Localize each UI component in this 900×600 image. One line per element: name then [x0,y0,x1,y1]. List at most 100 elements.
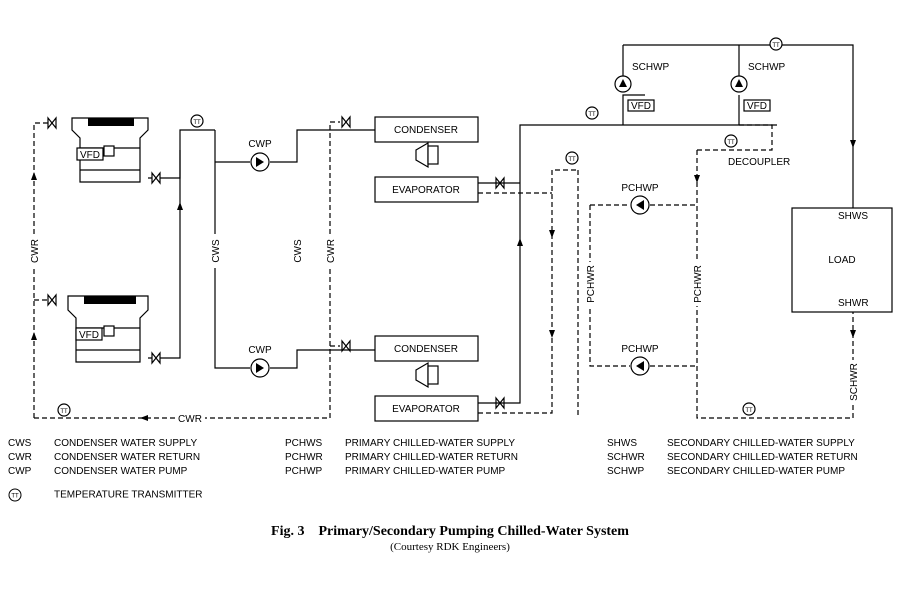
pchwp-pump-1: PCHWP [621,183,659,215]
vfd-label: VFD [80,150,100,161]
schwr-label: SCHWR [849,363,860,401]
cwp-pump-2: CWP [248,345,272,378]
pchwr-label: PCHWR [586,265,597,303]
condenser-box [374,116,479,143]
valve-icon [47,293,57,307]
cooling-tower-1: VFD [71,117,149,183]
cws-label: CWS [211,239,222,263]
evaporator-box [374,176,479,203]
arrow-down-icon [549,330,555,338]
chiller-1: CONDENSER EVAPORATOR [374,116,479,203]
load-label: LOAD [828,255,855,266]
cwp-pump-1: CWP [248,139,272,172]
flow-arrows [31,140,856,421]
svg-text:TT: TT [745,408,753,414]
temperature-transmitter-icon [724,134,738,148]
pchwp-label: PCHWP [621,183,659,194]
vfd-box [743,99,771,112]
condenser-label: CONDENSER [394,125,458,136]
caption-title: Fig. 3 Primary/Secondary Pumping Chilled… [271,524,629,539]
vfd-box [76,147,104,161]
arrow-down-icon [850,140,856,148]
schwp-pump-2: SCHWP VFD [730,62,786,112]
valves [47,115,505,410]
arrow-down-icon [694,175,700,183]
compressor-icon [415,361,429,389]
tt-sensors-cw: TT TT [57,114,204,417]
valve-icon [151,171,161,185]
fan-icon [88,118,134,126]
schwp-label: SCHWP [632,62,670,73]
evaporator-box [374,395,479,422]
schwp-pump-1: SCHWP VFD [614,62,670,112]
load: SHWS LOAD SHWR [791,207,893,313]
shws-label: SHWS [838,211,868,222]
valve-icon [341,115,351,129]
cwp-label: CWP [248,345,272,356]
svg-text:TT: TT [60,409,68,415]
cwr-label: CWR [30,239,41,263]
svg-text:TT: TT [193,120,201,126]
valve-icon [151,351,161,365]
chiller-2: CONDENSER EVAPORATOR [374,335,479,422]
fan-icon [84,296,136,304]
arrow-down-icon [850,330,856,338]
arrow-left-icon [140,415,148,421]
evaporator-label: EVAPORATOR [392,185,460,196]
shwr-label: SHWR [838,298,869,309]
evaporator-label: EVAPORATOR [392,404,460,415]
cwr-label: CWR [326,239,337,263]
vfd-label: VFD [747,101,767,112]
vfd-box [627,99,655,112]
compressor-icon [415,141,429,169]
cwp-label: CWP [248,139,272,150]
schwp-label: SCHWP [748,62,786,73]
arrow-up-icon [177,202,183,210]
decoupler-label: DECOUPLER [728,157,790,168]
valve-icon [341,339,351,353]
valve-icon [47,116,57,130]
vfd-box [75,327,103,341]
svg-text:TT: TT [588,112,596,118]
temperature-transmitter-icon [57,403,71,417]
pchwp-pump-2: PCHWP [621,344,659,376]
arrow-down-icon [549,230,555,238]
cwr-bottom-label: CWR [178,414,202,425]
vfd-label: VFD [79,330,99,341]
svg-text:TT: TT [11,494,19,500]
vfd-label: VFD [631,101,651,112]
temperature-transmitter-icon: TT [8,488,22,502]
condenser-box [374,335,479,362]
svg-text:TT: TT [727,140,735,146]
svg-text:TT: TT [772,43,780,49]
arrow-up-icon [517,238,523,246]
pchwr-label: PCHWR [693,265,704,303]
cooling-tower-2: VFD [67,295,149,363]
cws-label: CWS [293,239,304,263]
tt-sensors-chw: TT TT TT TT TT [565,37,783,416]
figure-caption: Fig. 3 Primary/Secondary Pumping Chilled… [0,524,900,553]
condenser-label: CONDENSER [394,344,458,355]
load-box [791,207,893,313]
caption-subtitle: (Courtesy RDK Engineers) [390,541,510,553]
temperature-transmitter-icon [565,151,579,165]
arrow-up-icon [31,332,37,340]
legend-item-tt: TT TEMPERATURE TRANSMITTER [8,488,203,502]
temperature-transmitter-icon [190,114,204,128]
svg-text:TT: TT [568,157,576,163]
pchwp-label: PCHWP [621,344,659,355]
temperature-transmitter-icon [585,106,599,120]
temperature-transmitter-icon [742,402,756,416]
arrow-up-icon [31,172,37,180]
temperature-transmitter-icon [769,37,783,51]
chilled-water-system-diagram: VFD VFD CWP CWP CWR CWS [30,37,893,425]
